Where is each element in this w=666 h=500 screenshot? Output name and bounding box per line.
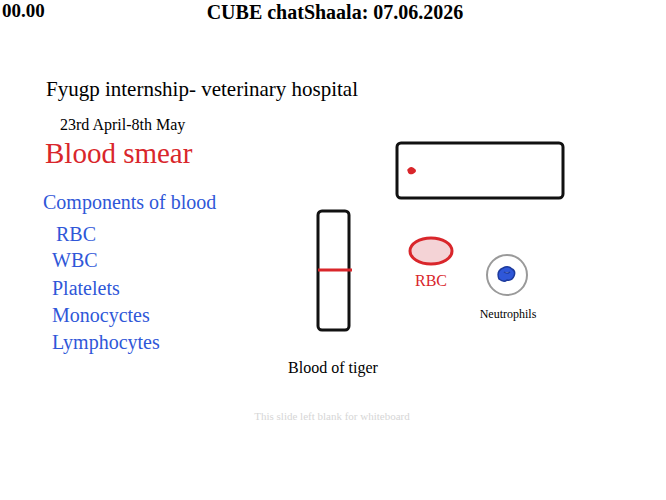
list-item: RBC: [56, 222, 96, 246]
shape-outline: [396, 236, 466, 271]
subject-heading: Fyugp internship- veterinary hospital: [46, 77, 358, 102]
test-tube: Blood of tiger: [266, 206, 400, 382]
shape-label: RBC: [392, 271, 470, 290]
date-range: 23rd April-8th May: [60, 115, 185, 134]
glass-slide: [397, 143, 563, 198]
list-item: WBC: [52, 248, 98, 272]
cell-membrane: [487, 255, 527, 295]
list-item: Platelets: [52, 276, 120, 300]
shape-outline: [270, 206, 396, 358]
blood-smear-drop: [408, 168, 415, 174]
shape-outline: [470, 252, 546, 307]
list-item: Lymphocytes: [52, 330, 160, 354]
blood-level-line: [318, 269, 352, 272]
time-stamp: 00.00: [2, 0, 45, 23]
watermark-note: This slide left blank for whiteboard: [254, 410, 410, 423]
rbc-shape: [410, 238, 452, 264]
shape-label: Blood of tiger: [266, 358, 400, 377]
shape-label: Neutrophils: [466, 307, 550, 321]
lobed-nucleus: [498, 267, 515, 282]
list-item: Monocyctes: [52, 303, 150, 327]
slide-title: CUBE chatShaala: 07.06.2026: [207, 0, 464, 24]
topic-heading: Blood smear: [45, 136, 192, 171]
neutrophil-cell: Neutrophils: [466, 252, 550, 325]
list-heading: Components of blood: [43, 190, 216, 214]
rbc-cell: RBC: [392, 236, 470, 294]
